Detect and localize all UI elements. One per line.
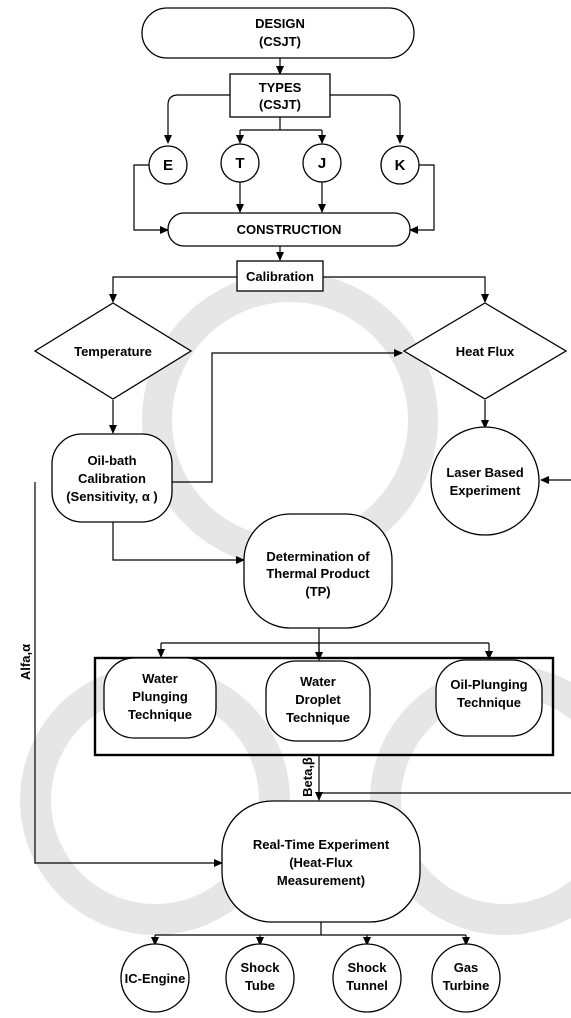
water-droplet-label-2: Droplet [295, 692, 341, 707]
design-sub-label: (CSJT) [259, 34, 301, 49]
water-droplet-label-1: Water [300, 674, 336, 689]
thermal-product-label-1: Determination of [266, 549, 370, 564]
shock-tunnel-label-1: Shock [347, 960, 387, 975]
techniques-container [93, 656, 555, 757]
laser-label-1: Laser Based [446, 465, 523, 480]
oil-bath-label-1: Oil-bath [87, 453, 136, 468]
water-droplet-node: Water Droplet Technique [265, 660, 371, 742]
temperature-label: Temperature [74, 344, 152, 359]
type-j-label: J [318, 155, 326, 172]
heat-flux-label: Heat Flux [456, 344, 515, 359]
type-e-label: E [163, 157, 173, 174]
type-t-label: T [235, 155, 244, 172]
ic-engine-node: IC-Engine [120, 943, 190, 1013]
type-k-node: K [380, 145, 420, 185]
thermal-product-node: Determination of Thermal Product (TP) [243, 513, 393, 629]
real-time-label-1: Real-Time Experiment [253, 837, 390, 852]
oil-bath-label-2: Calibration [78, 471, 146, 486]
temperature-node: Temperature [33, 302, 193, 400]
heat-flux-node: Heat Flux [402, 302, 568, 400]
ic-engine-label: IC-Engine [125, 971, 186, 986]
gas-turbine-label-1: Gas [454, 960, 479, 975]
water-plunging-node: Water Plunging Technique [103, 657, 217, 739]
water-plunging-label-1: Water [142, 671, 178, 686]
shock-tube-label-1: Shock [240, 960, 280, 975]
oil-plunging-label-2: Technique [457, 695, 521, 710]
construction-label: CONSTRUCTION [237, 222, 342, 237]
connectors [34, 58, 571, 946]
calibration-node: Calibration [236, 260, 324, 292]
shock-tube-node: Shock Tube [225, 943, 295, 1013]
laser-experiment-node: Laser Based Experiment [430, 426, 540, 536]
gas-turbine-label-2: Turbine [443, 978, 490, 993]
type-e-node: E [148, 145, 188, 185]
gas-turbine-node: Gas Turbine [431, 943, 501, 1013]
oil-bath-calibration-node: Oil-bath Calibration (Sensitivity, α ) [51, 433, 173, 523]
laser-label-2: Experiment [450, 483, 521, 498]
beta-edge-label: Beta,β [300, 757, 315, 797]
shock-tunnel-label-2: Tunnel [346, 978, 388, 993]
design-label: DESIGN [255, 16, 305, 31]
shock-tube-label-2: Tube [245, 978, 275, 993]
calibration-label: Calibration [246, 269, 314, 284]
thermal-product-label-2: Thermal Product [266, 566, 370, 581]
real-time-label-3: Measurement) [277, 873, 365, 888]
real-time-experiment-node: Real-Time Experiment (Heat-Flux Measurem… [221, 800, 421, 923]
water-plunging-label-3: Technique [128, 707, 192, 722]
shock-tunnel-node: Shock Tunnel [332, 943, 402, 1013]
alfa-edge-label: Alfa,α [18, 644, 33, 680]
type-t-node: T [220, 143, 260, 183]
oil-bath-label-3: (Sensitivity, α ) [66, 489, 158, 504]
types-node: TYPES (CSJT) [229, 73, 331, 118]
water-plunging-label-2: Plunging [132, 689, 188, 704]
oil-plunging-node: Oil-Plunging Technique [435, 659, 543, 737]
construction-node: CONSTRUCTION [167, 212, 411, 247]
real-time-label-2: (Heat-Flux [289, 855, 353, 870]
design-node: DESIGN (CSJT) [141, 7, 415, 59]
types-label: TYPES [259, 80, 302, 95]
thermal-product-label-3: (TP) [305, 584, 330, 599]
oil-plunging-label-1: Oil-Plunging [450, 677, 527, 692]
type-k-label: K [395, 157, 406, 174]
type-j-node: J [302, 143, 342, 183]
types-sub-label: (CSJT) [259, 97, 301, 112]
water-droplet-label-3: Technique [286, 710, 350, 725]
